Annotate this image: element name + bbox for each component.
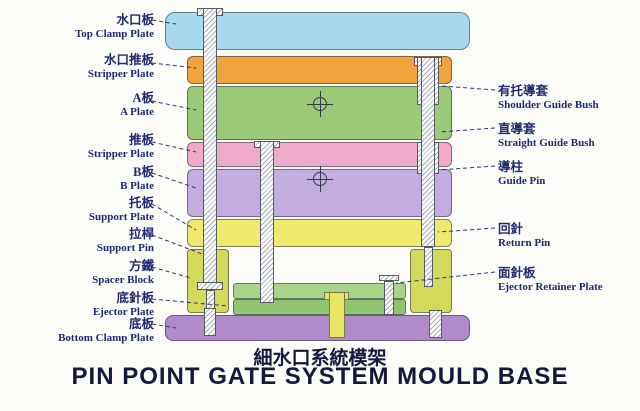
ejector-rod-body bbox=[329, 292, 345, 338]
label-cn: 導柱 bbox=[498, 160, 524, 174]
spacer-block-label: 方鐵 Spacer Block bbox=[4, 259, 154, 287]
crosshair-symbol-a-plate bbox=[307, 91, 333, 117]
leader-lines-group bbox=[151, 19, 496, 329]
bottom-clamp-plate-label: 底板 Bottom Clamp Plate bbox=[4, 317, 154, 345]
label-cn: 底板 bbox=[128, 317, 154, 331]
label-cn: 拉桿 bbox=[128, 227, 154, 241]
bottom-screw-left bbox=[204, 308, 216, 336]
leader-guide-pin bbox=[437, 165, 496, 171]
leader-bottom-clamp-plate bbox=[151, 323, 177, 329]
label-en: Spacer Block bbox=[92, 273, 154, 286]
guide-pin-label: 導柱 Guide Pin bbox=[498, 160, 638, 188]
straight-guide-bush-label: 直導套 Straight Guide Bush bbox=[498, 122, 638, 150]
label-en: Support Plate bbox=[88, 210, 154, 223]
leader-return-pin bbox=[437, 227, 496, 233]
label-en: Straight Guide Bush bbox=[498, 136, 595, 149]
label-cn: 水口推板 bbox=[103, 53, 154, 67]
leader-straight-guide-bush bbox=[439, 127, 496, 133]
support-pin-flange bbox=[197, 282, 223, 290]
label-en: Shoulder Guide Bush bbox=[498, 98, 599, 111]
label-en: Return Pin bbox=[498, 236, 551, 249]
label-en: Guide Pin bbox=[498, 174, 546, 187]
label-cn: 回針 bbox=[498, 222, 524, 236]
label-cn: 托板 bbox=[128, 196, 154, 210]
return-pin-label: 回針 Return Pin bbox=[498, 222, 638, 250]
label-en: Bottom Clamp Plate bbox=[58, 331, 154, 344]
label-cn: 直導套 bbox=[498, 122, 536, 136]
label-en: Stripper Plate bbox=[87, 67, 154, 80]
ejector-plate-label: 底針板 Ejector Plate bbox=[4, 291, 154, 319]
crosshair-vline bbox=[319, 91, 321, 117]
crosshair-symbol-b-plate bbox=[307, 166, 333, 192]
label-en: Ejector Plate bbox=[92, 305, 154, 318]
ejector-retainer-plate-label: 面針板 Ejector Retainer Plate bbox=[498, 266, 638, 294]
label-en: Top Clamp Plate bbox=[74, 27, 154, 40]
label-cn: 底針板 bbox=[116, 291, 154, 305]
title-english: PIN POINT GATE SYSTEM MOULD BASE bbox=[71, 363, 569, 390]
return-pin bbox=[424, 247, 433, 287]
label-en: A Plate bbox=[120, 105, 154, 118]
leader-shoulder-guide-bush bbox=[441, 85, 496, 91]
support-pin-label: 拉桿 Support Pin bbox=[4, 227, 154, 255]
leader-ejector-plate bbox=[151, 298, 229, 307]
support-plate bbox=[187, 219, 452, 247]
support-plate-label: 托板 Support Plate bbox=[4, 196, 154, 224]
leader-stripper-plate-upper bbox=[151, 62, 197, 69]
leader-support-pin bbox=[151, 234, 203, 255]
stripper-plate-upper bbox=[187, 56, 452, 84]
a-plate-label: A板 A Plate bbox=[4, 91, 154, 119]
ejector-retainer-plate bbox=[233, 283, 406, 299]
stripper-plate-upper-label: 水口推板 Stripper Plate bbox=[4, 53, 154, 81]
label-cn: 面針板 bbox=[498, 266, 536, 280]
crosshair-vline bbox=[319, 166, 321, 192]
label-en: Support Pin bbox=[96, 241, 154, 254]
leader-a-plate bbox=[151, 100, 197, 111]
bottom-screw-right bbox=[429, 310, 442, 338]
leader-support-plate bbox=[151, 203, 197, 231]
label-cn: 有托導套 bbox=[498, 84, 549, 98]
stripper-plate-lower-label: 推板 Stripper Plate bbox=[4, 133, 154, 161]
leader-ejector-retainer-plate bbox=[395, 271, 496, 284]
puller-pin-body bbox=[260, 141, 274, 303]
top-clamp-plate-label: 水口板 Top Clamp Plate bbox=[4, 13, 154, 41]
stripper-plate-lower bbox=[187, 142, 452, 167]
label-cn: 方鐵 bbox=[128, 259, 154, 273]
b-plate-label: B板 B Plate bbox=[4, 165, 154, 193]
label-cn: 水口板 bbox=[116, 13, 154, 27]
label-en: Ejector Retainer Plate bbox=[498, 280, 603, 293]
guide-pin-body bbox=[421, 57, 435, 247]
label-en: B Plate bbox=[120, 179, 154, 192]
ejector-return-pin-head bbox=[379, 275, 399, 281]
title-chinese: 細水口系統模架 bbox=[253, 348, 387, 369]
b-plate bbox=[187, 169, 452, 217]
leader-top-clamp-plate bbox=[151, 19, 177, 25]
label-en: Stripper Plate bbox=[87, 147, 154, 160]
leader-spacer-block bbox=[151, 266, 192, 279]
shoulder-guide-bush-label: 有托導套 Shoulder Guide Bush bbox=[498, 84, 638, 112]
label-cn: 推板 bbox=[128, 133, 154, 147]
label-cn: A板 bbox=[132, 91, 154, 105]
leader-b-plate bbox=[151, 172, 197, 189]
ejector-return-pin-body bbox=[384, 281, 394, 315]
leader-stripper-plate-lower bbox=[151, 141, 197, 153]
ejector-plate bbox=[233, 299, 406, 315]
label-cn: B板 bbox=[133, 165, 154, 179]
